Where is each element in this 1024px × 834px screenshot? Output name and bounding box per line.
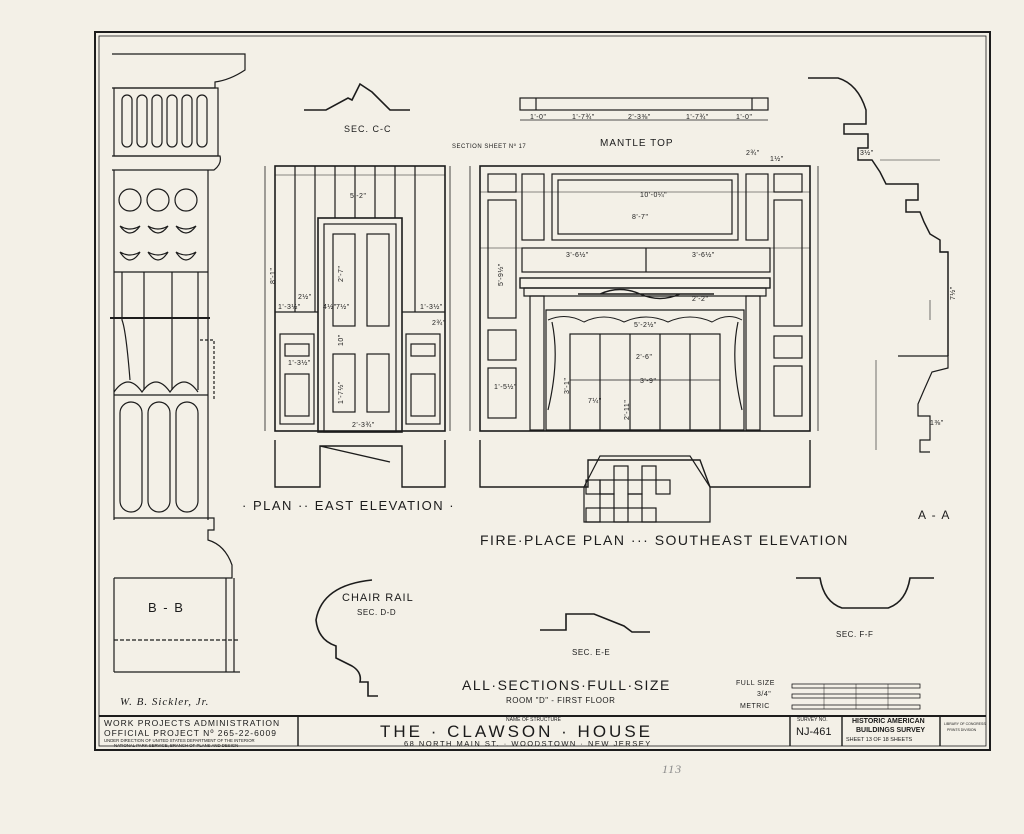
sheet-number: SHEET 13 OF 18 SHEETS bbox=[846, 737, 913, 743]
southeast-dim: 2'-11" bbox=[624, 399, 631, 420]
east-dim: 7½" bbox=[336, 304, 350, 311]
southeast-dim: 2'-6" bbox=[636, 354, 653, 361]
southeast-dim: 10'-0¼" bbox=[640, 192, 668, 199]
sheet-border bbox=[94, 31, 991, 751]
library-line1: LIBRARY OF CONGRESS bbox=[944, 722, 986, 726]
east-dim: 1'-3½" bbox=[278, 304, 301, 311]
a-a-cornice-section bbox=[808, 77, 949, 453]
a-a-dim: 7½" bbox=[950, 286, 957, 300]
mantel-dim: 1'-7¾" bbox=[686, 114, 709, 121]
east-dim: 10" bbox=[338, 334, 345, 346]
southeast-dim: 2¾" bbox=[746, 150, 760, 157]
park-service-line: NATIONAL PARK SERVICE, BRANCH OF PLANS A… bbox=[114, 743, 239, 748]
mantel-dim: 1'-7¾" bbox=[572, 114, 595, 121]
east-dim: 1'-3½" bbox=[420, 304, 443, 311]
southeast-dim: 5'-9½" bbox=[498, 263, 505, 286]
mantel-top-plan bbox=[519, 97, 769, 121]
b-b-label: B - B bbox=[148, 600, 185, 615]
southeast-dim: 2'-2" bbox=[692, 296, 709, 303]
a-a-dim: 3½" bbox=[860, 150, 874, 157]
scale-full-size: FULL SIZE bbox=[736, 680, 775, 687]
southeast-elevation bbox=[469, 165, 819, 432]
sec-d-d-label: SEC. D-D bbox=[357, 608, 397, 617]
east-dim: 1'-7½" bbox=[338, 381, 345, 404]
southeast-dim: 3'-1" bbox=[564, 377, 571, 394]
habs-line1: HISTORIC AMERICAN bbox=[852, 718, 925, 725]
east-elevation bbox=[264, 165, 451, 433]
scale-three-quarter: 3/4" bbox=[757, 691, 772, 698]
chair-rail-label: CHAIR RAIL bbox=[342, 592, 414, 604]
east-dim: 2'-3¾" bbox=[352, 422, 375, 429]
mantel-dim: 1'-0" bbox=[736, 114, 753, 121]
southeast-dim: 1'-5½" bbox=[494, 384, 517, 391]
east-dim: 2½" bbox=[298, 294, 312, 301]
southeast-dim: 3'-6½" bbox=[566, 252, 589, 259]
fireplace-southeast-title: FIRE·PLACE PLAN ··· SOUTHEAST ELEVATION bbox=[480, 532, 849, 548]
habs-line2: BUILDINGS SURVEY bbox=[856, 727, 926, 734]
east-dim: 1'-3½" bbox=[288, 360, 311, 367]
scale-metric: METRIC bbox=[740, 703, 770, 710]
survey-caption: SURVEY NO. bbox=[797, 717, 828, 723]
structure-name: THE · CLAWSON · HOUSE bbox=[380, 722, 653, 741]
structure-address: 68 NORTH MAIN ST. · WOODSTOWN · NEW JERS… bbox=[404, 739, 652, 748]
mantel-dim: 2'-3⅜" bbox=[628, 114, 651, 121]
southeast-dim: 3'-6½" bbox=[692, 252, 715, 259]
room-note: ROOM "D" - FIRST FLOOR bbox=[506, 696, 616, 705]
sec-f-f-profile bbox=[796, 577, 934, 609]
sec-c-c-label: SEC. C-C bbox=[344, 124, 392, 134]
scale-bars bbox=[791, 683, 921, 710]
east-plan bbox=[274, 440, 446, 488]
plan-east-elevation-title: · PLAN ·· EAST ELEVATION · bbox=[242, 498, 456, 513]
survey-number: NJ-461 bbox=[796, 726, 832, 738]
southeast-dim: 5'-2½" bbox=[634, 322, 657, 329]
a-a-label: A - A bbox=[918, 508, 951, 522]
fireplace-plan bbox=[479, 440, 811, 523]
east-dim: 2'-7" bbox=[338, 265, 345, 282]
all-sections-note: ALL·SECTIONS·FULL·SIZE bbox=[462, 677, 671, 693]
sec-f-f-label: SEC. F-F bbox=[836, 630, 874, 639]
delineator-signature: W. B. Sickler, Jr. bbox=[120, 696, 210, 708]
official-project-line: OFFICIAL PROJECT Nº 265-22-6009 bbox=[104, 728, 277, 738]
mantel-top-label: MANTLE TOP bbox=[600, 138, 674, 149]
pilaster-detail bbox=[110, 53, 246, 673]
sec-e-e-label: SEC. E-E bbox=[572, 648, 611, 657]
southeast-dim: 3'-9" bbox=[640, 378, 657, 385]
southeast-dim: 1½" bbox=[770, 156, 784, 163]
title-block-frame bbox=[99, 715, 986, 746]
library-line2: PRINTS DIVISION bbox=[947, 728, 977, 732]
southeast-dim: 8'-7" bbox=[632, 214, 649, 221]
sec-e-e-profile bbox=[540, 613, 650, 633]
mantel-dim: 1'-0" bbox=[530, 114, 547, 121]
sec-c-c-profile bbox=[304, 82, 410, 111]
interior-dept-line: UNDER DIRECTION OF UNITED STATES DEPARTM… bbox=[104, 738, 255, 743]
structure-name-caption: NAME OF STRUCTURE bbox=[506, 717, 561, 723]
east-dim: 2¾" bbox=[432, 320, 446, 327]
southeast-dim: 7¼" bbox=[588, 398, 602, 405]
a-a-dim: 1⅜" bbox=[930, 420, 944, 427]
handwritten-note: 113 bbox=[662, 762, 683, 776]
east-dim: 8'-1" bbox=[270, 267, 277, 284]
chair-rail-profile bbox=[315, 579, 378, 697]
section-sheet-note: SECTION SHEET Nº 17 bbox=[452, 144, 527, 150]
east-dim: 4½" bbox=[323, 304, 337, 311]
east-dim: 5'-2" bbox=[350, 193, 367, 200]
work-projects-line: WORK PROJECTS ADMINISTRATION bbox=[104, 718, 281, 728]
